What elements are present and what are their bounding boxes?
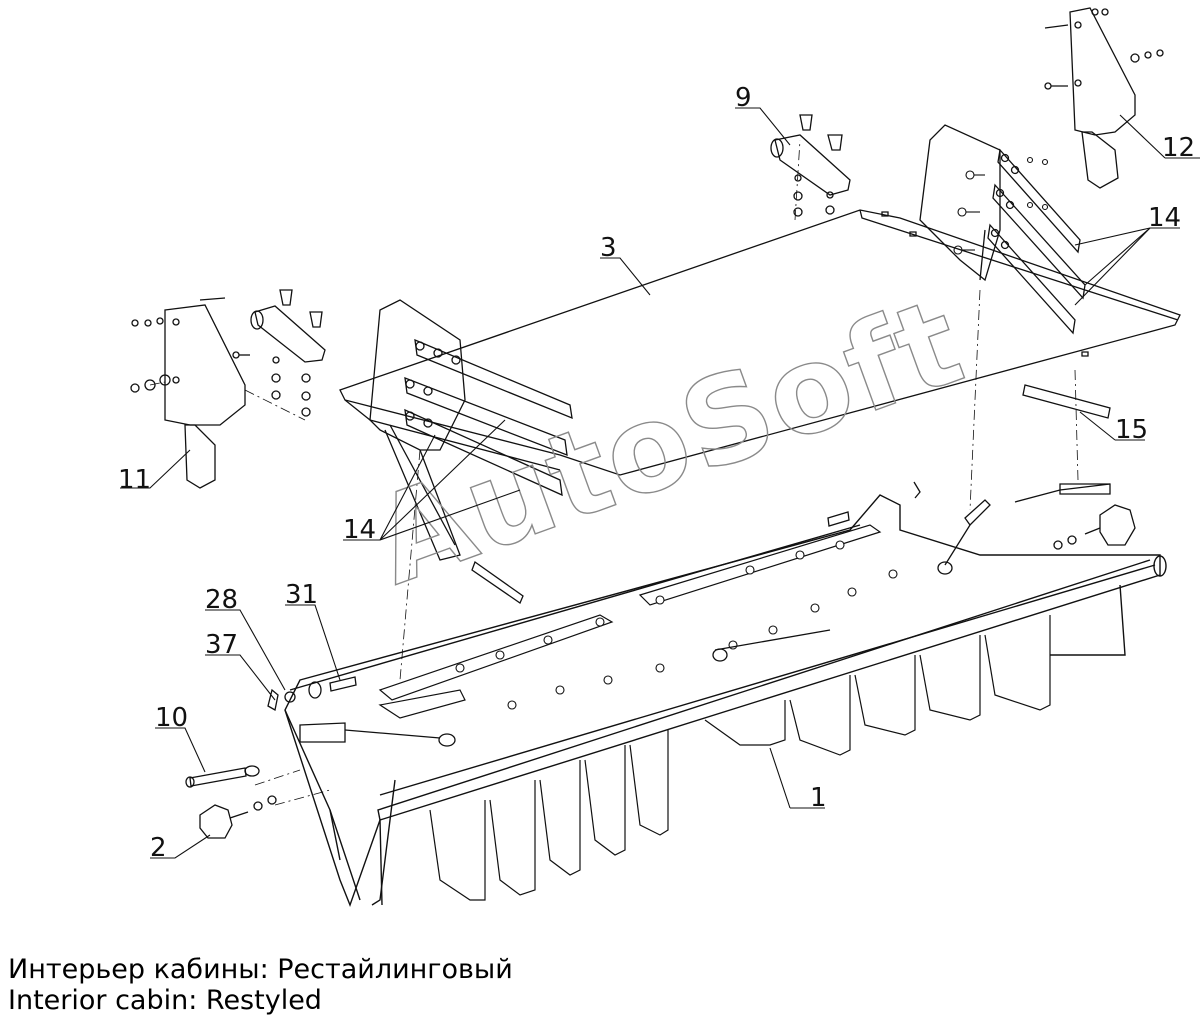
auger-fingers xyxy=(430,615,1050,900)
right-slats xyxy=(988,150,1085,333)
left-lever xyxy=(300,723,455,746)
exploded-parts-diagram: AutoSoft 1 2 3 9 10 11 12 14 14 1 xyxy=(118,0,1200,950)
small-pins xyxy=(268,482,920,710)
main-frame xyxy=(285,495,1166,905)
right-lever xyxy=(713,500,990,661)
callout-1: 1 xyxy=(810,783,827,813)
caption-russian: Интерьер кабины: Рестайлинговый xyxy=(8,954,513,985)
callout-37: 37 xyxy=(205,630,238,660)
hinge-bracket-9 xyxy=(771,115,850,216)
frame-rails xyxy=(380,525,880,718)
side-shield-11 xyxy=(131,298,250,488)
wing-nuts xyxy=(456,541,897,709)
callout-14-left: 14 xyxy=(343,515,376,545)
autosoft-watermark: AutoSoft xyxy=(357,272,980,612)
alignment-lines xyxy=(150,140,1078,805)
side-shield-12 xyxy=(1045,8,1163,188)
pin-10 xyxy=(186,766,259,787)
knob-2 xyxy=(200,796,276,838)
leader-lines xyxy=(120,108,1200,858)
left-slats xyxy=(405,340,572,495)
callout-2: 2 xyxy=(150,833,167,863)
callout-9: 9 xyxy=(735,83,752,113)
right-plate-bolts xyxy=(954,158,1048,255)
callout-3: 3 xyxy=(600,233,617,263)
callout-11: 11 xyxy=(118,465,151,495)
callout-28: 28 xyxy=(205,585,238,615)
callout-12: 12 xyxy=(1162,133,1195,163)
right-side-plate xyxy=(920,125,1000,280)
caption-english: Interior cabin: Restyled xyxy=(8,985,322,1016)
callout-10: 10 xyxy=(155,703,188,733)
callout-31: 31 xyxy=(285,580,318,610)
knob-right xyxy=(1015,484,1135,549)
strip-15 xyxy=(472,385,1110,603)
callout-15: 15 xyxy=(1115,415,1148,445)
left-side-plate xyxy=(370,300,465,560)
callout-14-right: 14 xyxy=(1148,203,1181,233)
left-hinge-bracket xyxy=(251,290,325,416)
callouts: 1 2 3 9 10 11 12 14 14 15 28 31 37 xyxy=(118,83,1195,863)
